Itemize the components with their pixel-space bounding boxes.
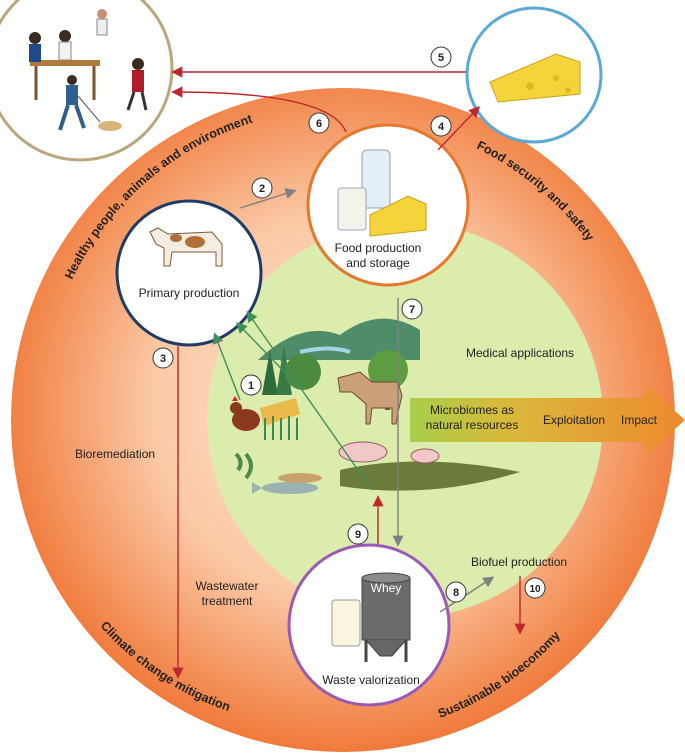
microbiomes-label-2: natural resources [426, 418, 519, 432]
cheese-node [465, 6, 603, 144]
step-7-badge: 7 [401, 298, 423, 320]
wastewater-label-2: treatment [202, 594, 253, 608]
primary-production-label: Primary production [139, 286, 240, 300]
step-4-badge: 4 [430, 115, 452, 137]
chicken-icon [230, 396, 260, 431]
arrow-4 [437, 105, 480, 151]
whey-tank-icon [331, 572, 411, 662]
step-2-label: 2 [259, 183, 265, 195]
food-production-node: Food production and storage [306, 123, 470, 287]
food-production-label-1: Food production [335, 241, 422, 255]
step-6-badge: 6 [308, 112, 330, 134]
bioremediation-label: Bioremediation [75, 447, 155, 461]
impact-label: Impact [621, 413, 658, 427]
step-10-label: 10 [529, 584, 541, 595]
fish-icon [234, 452, 322, 494]
waste-valorization-label: Waste valorization [322, 673, 420, 687]
pigs-icon [338, 441, 520, 491]
step-1-badge: 1 [240, 374, 262, 396]
step-5-label: 5 [438, 52, 444, 64]
milk-cheese-icon [337, 149, 427, 237]
step-3-badge: 3 [152, 347, 174, 369]
biofuel-label: Biofuel production [471, 555, 567, 569]
step-10-badge: 10 [524, 577, 546, 599]
cheese-icon [489, 53, 581, 103]
horse-icon [337, 371, 403, 425]
step-7-label: 7 [409, 304, 415, 316]
primary-production-node: Primary production [115, 199, 263, 347]
waste-valorization-node: Whey Waste valorization [287, 543, 451, 707]
step-8-label: 8 [453, 587, 459, 599]
step-1-label: 1 [248, 380, 254, 392]
arrow-6 [171, 86, 347, 133]
step-5-badge: 5 [430, 46, 452, 68]
arrow-1c [246, 310, 373, 491]
step-9-label: 9 [355, 529, 361, 541]
step-2-badge: 2 [251, 177, 273, 199]
arrow-2 [239, 188, 297, 209]
exploitation-label: Exploitation [543, 413, 605, 427]
microbiome-circle [207, 222, 603, 618]
wheat-field [260, 398, 300, 440]
step-4-label: 4 [438, 121, 445, 133]
step-3-label: 3 [160, 353, 166, 365]
step-9-badge: 9 [347, 523, 369, 545]
step-6-label: 6 [316, 118, 322, 130]
whey-label: Whey [371, 581, 402, 595]
cow-icon [149, 227, 223, 267]
microbiomes-label-1: Microbiomes as [430, 403, 514, 417]
arrow-1 [212, 332, 241, 401]
people-dog-icon [29, 9, 148, 131]
food-production-label-2: and storage [346, 256, 410, 270]
wastewater-label-1: Wastewater [196, 579, 259, 593]
exploitation-arrow [410, 385, 685, 455]
arrow-1b [236, 321, 301, 389]
people-node [0, 0, 174, 162]
medical-applications-label: Medical applications [466, 346, 574, 360]
step-8-badge: 8 [445, 581, 467, 603]
